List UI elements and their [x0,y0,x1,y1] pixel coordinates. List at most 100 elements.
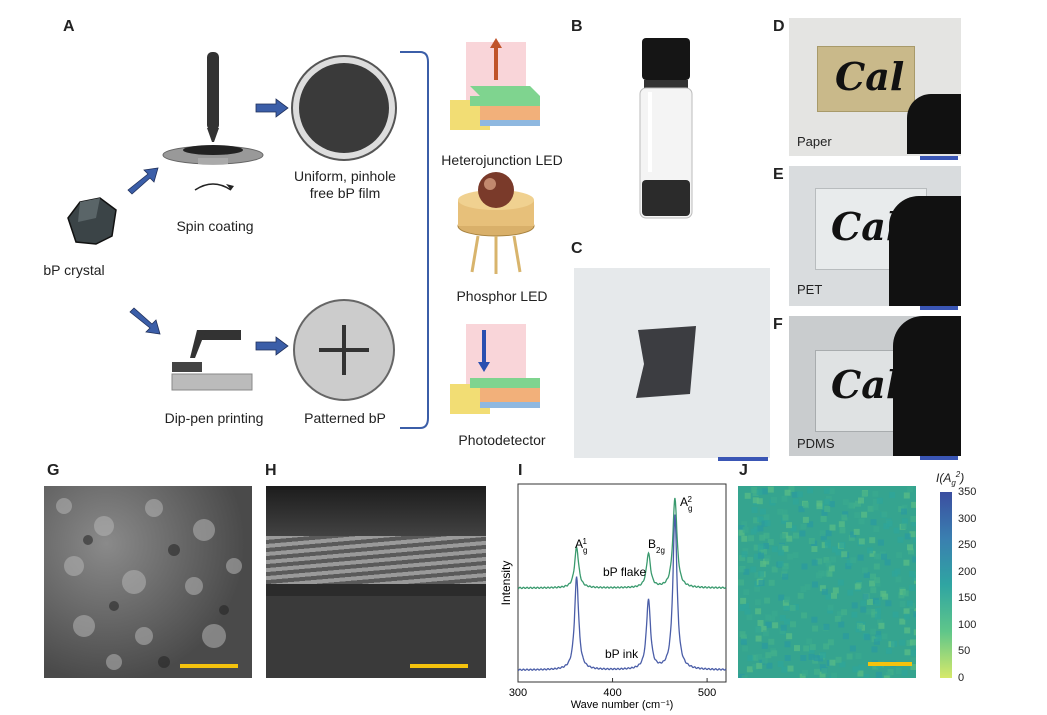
colorbar-tick-label: 50 [958,645,971,658]
map-pixel [763,514,770,521]
map-pixel [903,559,910,566]
map-pixel [858,664,865,671]
map-pixel [792,552,799,559]
map-pixel [855,626,862,633]
map-pixel [902,590,909,597]
panel-label-b: B [571,18,583,35]
map-pixel [855,653,862,659]
vial-photo [639,38,693,219]
map-pixel [752,663,759,670]
map-pixel [825,542,831,549]
map-pixel [742,526,749,533]
bp-film-shape [636,326,696,398]
map-pixel [799,530,806,537]
map-pixel [873,526,880,533]
map-pixel [878,622,885,629]
map-pixel [761,642,768,649]
map-pixel [909,531,916,538]
cal-logo-e: Cal [831,204,901,249]
map-pixel [872,504,879,511]
map-pixel [761,520,768,527]
map-pixel [767,486,774,493]
map-pixel [858,538,865,545]
map-pixel [839,661,846,668]
panel-label-f: F [773,316,783,333]
map-pixel [751,507,758,513]
arrow-to-pattern-icon [255,336,289,356]
map-pixel [911,520,916,527]
map-pixel [802,669,808,676]
map-pixel [817,655,823,662]
raman-map-image [738,486,916,678]
map-pixel [781,495,788,502]
colorbar [940,492,952,678]
dip-pen-icon [171,330,253,391]
map-pixel [772,622,779,629]
map-pixel [899,618,906,625]
map-pixel [753,553,760,560]
map-pixel [771,610,778,617]
map-pixel [852,666,859,673]
peak-label-a2g: Ag2 [680,495,692,513]
map-pixel [904,627,911,634]
map-pixel [869,537,876,544]
map-pixel [871,646,878,653]
map-pixel [899,639,906,646]
map-pixel [837,579,844,586]
map-pixel [913,611,916,618]
map-pixel [757,543,764,550]
series-label-ink: bP ink [605,647,639,661]
map-pixel [793,532,799,539]
colorbar-tick-label: 300 [958,512,977,525]
map-pixel [760,508,766,515]
map-pixel [897,536,904,543]
map-pixel [841,514,848,521]
map-pixel [867,505,874,512]
map-pixel [786,633,793,640]
phosphor-led-icon [457,172,535,274]
map-pixel [808,647,815,654]
bp-crystal-label: bP crystal [43,262,105,278]
map-pixel [754,599,761,606]
map-pixel [784,655,791,661]
map-pixel [755,635,762,642]
patterned-bp-icon [293,299,395,401]
map-pixel [872,663,879,670]
map-pixel [819,671,826,678]
map-pixel [754,571,761,578]
map-pixel [802,516,809,523]
map-pixel [788,486,795,492]
map-pixel [862,593,869,600]
map-pixel [784,489,791,496]
map-pixel [825,593,832,600]
map-pixel [841,609,848,616]
map-pixel [757,552,764,559]
panel-label-g: G [47,462,60,479]
map-pixel [895,576,902,583]
raman-map-texture [738,486,916,678]
glove-d [907,94,961,154]
map-pixel [809,644,816,651]
map-pixel [875,635,882,642]
cal-logo-d: Cal [835,54,905,99]
map-pixel [831,592,837,599]
map-pixel [778,543,785,550]
map-pixel [889,492,896,498]
map-pixel [909,570,915,577]
map-pixel [743,589,750,596]
map-pixel [869,580,876,587]
map-pixel [756,489,763,496]
map-pixel [838,621,845,628]
panel-label-h: H [265,462,277,479]
arrow-to-spin-icon [127,167,159,195]
map-pixel [744,492,751,499]
map-pixel [806,638,813,645]
map-pixel [781,517,788,524]
map-pixel [861,511,868,518]
map-pixel [823,556,830,563]
map-pixel [913,536,916,543]
scalebar-c [718,457,768,461]
map-pixel [808,653,815,660]
bracket-icon [400,51,429,429]
